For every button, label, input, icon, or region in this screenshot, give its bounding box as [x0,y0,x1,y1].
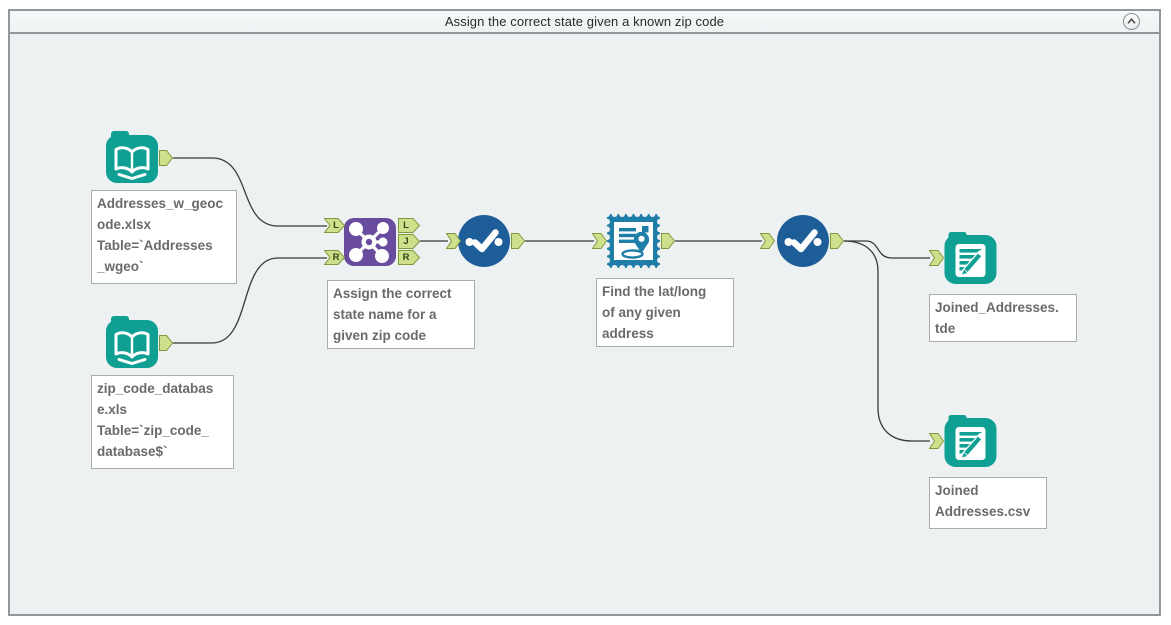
input-addresses-annotation[interactable]: Addresses_w_geoc ode.xlsx Table=`Address… [91,190,237,284]
geocoder-annotation[interactable]: Find the lat/long of any given address [596,278,734,347]
connection-input2-to-join-R[interactable] [173,257,327,344]
join-output-anchor-J[interactable]: J [398,234,420,249]
output-tde-annotation[interactable]: Joined_Addresses. tde [929,294,1077,342]
output-csv-tool[interactable] [944,415,997,467]
output-csv-annotation[interactable]: Joined Addresses.csv [929,477,1047,529]
chevron-up-icon [1127,18,1136,24]
join-network-icon [344,218,396,266]
select-check-icon [777,215,829,267]
join-input-anchor-R[interactable]: R [324,250,345,265]
collapse-button[interactable] [1123,13,1140,30]
input-data-book-icon [106,131,158,183]
join-output-anchor-L[interactable]: L [398,218,420,233]
output-tde-input-anchor[interactable] [929,250,944,266]
container-title: Assign the correct state given a known z… [444,14,725,29]
join-tool[interactable] [344,218,396,266]
container-titlebar: Assign the correct state given a known z… [10,11,1159,34]
input-zipcodes-tool[interactable] [106,316,158,368]
input-zipcodes-annotation[interactable]: zip_code_databas e.xls Table=`zip_code_ … [91,375,234,469]
input-addresses-output-anchor[interactable] [159,150,173,166]
select-2-output-anchor[interactable] [830,233,844,249]
geocoder-output-anchor[interactable] [661,233,675,249]
select-2-input-anchor[interactable] [760,233,775,249]
select-1-output-anchor[interactable] [511,233,525,249]
output-data-file-icon [944,415,997,467]
select-tool-1[interactable] [458,215,510,267]
join-annotation[interactable]: Assign the correct state name for a give… [327,280,475,349]
output-data-file-icon [944,232,997,284]
geocoder-tool[interactable] [607,214,660,268]
anchor-letter: R [332,251,340,263]
connection-select2-to-output-tde[interactable] [844,240,930,259]
select-check-icon [458,215,510,267]
anchor-letter: L [403,219,409,231]
geocoder-input-anchor[interactable] [592,233,607,249]
join-input-anchor-L[interactable]: L [324,218,345,233]
anchor-letter: R [402,251,410,263]
output-csv-input-anchor[interactable] [929,433,944,449]
anchor-letter: J [403,235,409,247]
select-tool-2[interactable] [777,215,829,267]
geocoder-stamp-icon [607,214,660,268]
connection-select2-to-output-csv[interactable] [843,240,930,442]
connection-input1-to-join-L[interactable] [173,157,327,227]
input-addresses-tool[interactable] [106,131,158,183]
anchor-letter: L [333,219,339,231]
output-tde-tool[interactable] [944,232,997,284]
select-1-input-anchor[interactable] [446,233,461,249]
input-zipcodes-output-anchor[interactable] [159,335,173,351]
join-output-anchor-R[interactable]: R [398,250,420,265]
input-data-book-icon [106,316,158,368]
